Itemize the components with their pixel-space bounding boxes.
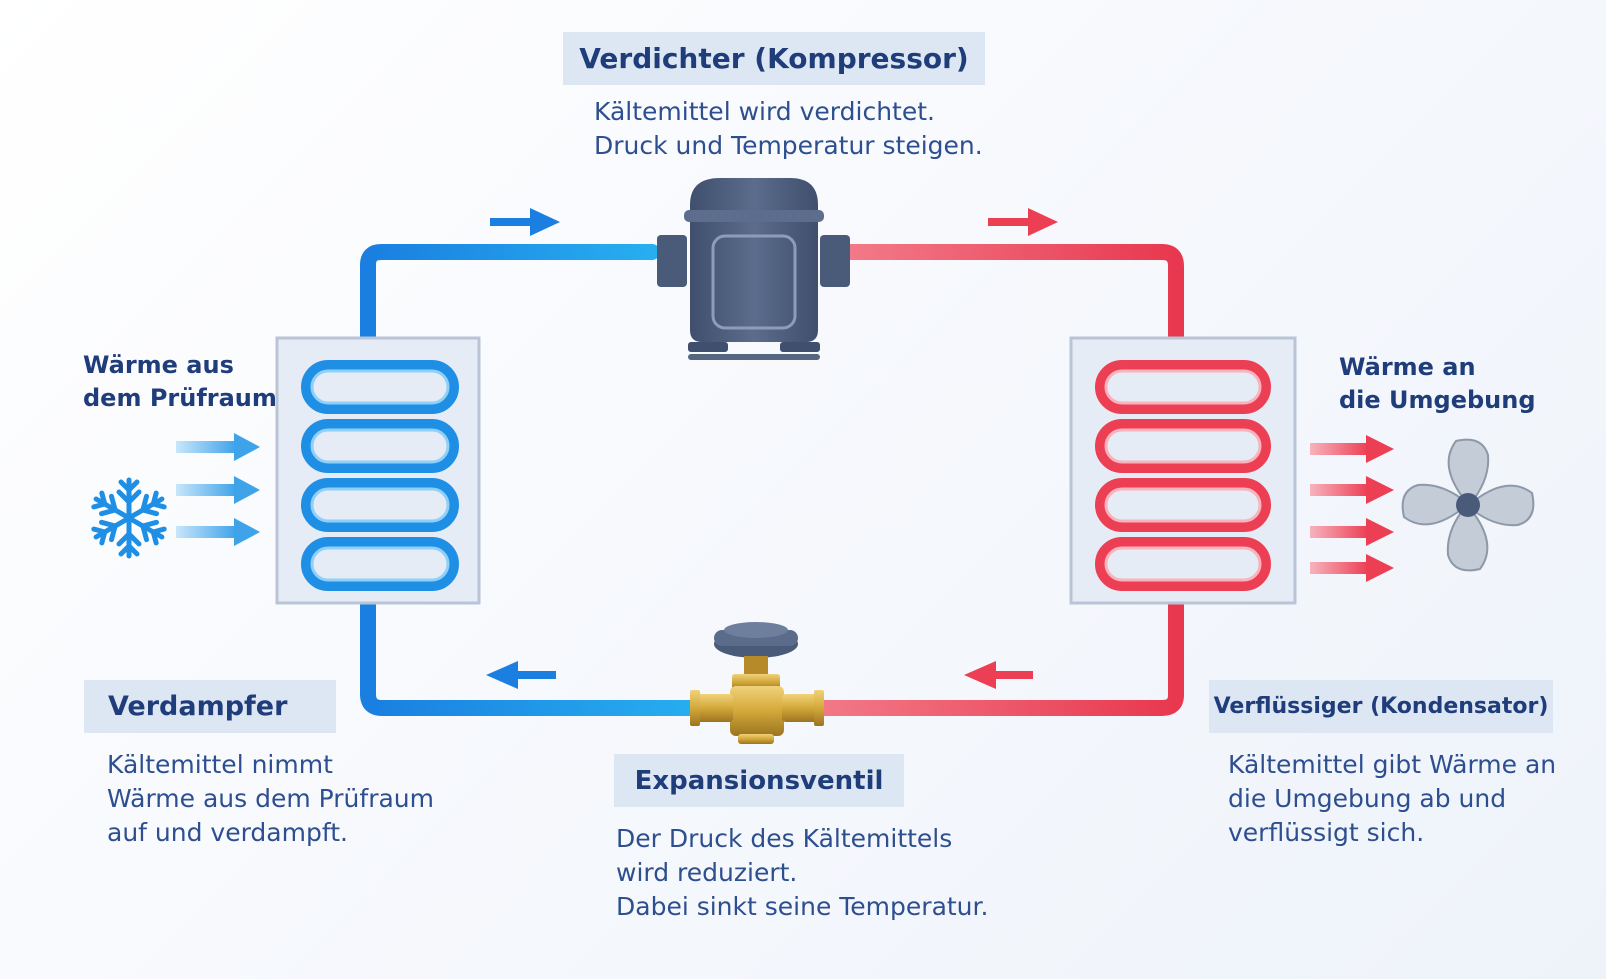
- evaporator-unit: [275, 336, 481, 605]
- compressor-title: Verdichter (Kompressor): [563, 32, 985, 85]
- evaporator-description-line: Kältemittel nimmt: [107, 750, 333, 779]
- expansion-valve-description: Der Druck des Kältemittels wird reduzier…: [616, 822, 988, 924]
- cold-return-pipe: [360, 577, 706, 716]
- evaporator-description-line: auf und verdampft.: [107, 818, 348, 847]
- snowflake-icon: [91, 477, 167, 556]
- suction-pipe: [360, 244, 660, 348]
- compressor-icon: [657, 178, 850, 360]
- condenser-unit: [1069, 336, 1297, 605]
- evaporator-description-line: Wärme aus dem Prüfraum: [107, 784, 435, 813]
- fan-icon: [1401, 438, 1535, 572]
- flow-arrow-left-cold-icon: [486, 661, 556, 689]
- compressor-description-line: Kältemittel wird verdichtet.: [594, 97, 935, 126]
- condenser-heat-label-line: die Umgebung: [1339, 386, 1536, 414]
- heat-outflow-arrows-icon: [1310, 435, 1394, 582]
- evaporator-heat-label-line: dem Prüfraum: [83, 384, 277, 412]
- expansion-valve-title: Expansionsventil: [614, 754, 904, 807]
- heat-inflow-arrows-icon: [176, 433, 260, 546]
- expansion-valve-description-line: Der Druck des Kältemittels: [616, 824, 953, 853]
- discharge-pipe: [840, 244, 1184, 353]
- evaporator-title: Verdampfer: [84, 680, 336, 733]
- evaporator-heat-label: Wärme aus dem Prüfraum: [83, 349, 277, 415]
- condenser-description: Kältemittel gibt Wärme an die Umgebung a…: [1228, 748, 1556, 850]
- expansion-valve-description-line: Dabei sinkt seine Temperatur.: [616, 892, 989, 921]
- compressor-description: Kältemittel wird verdichtet. Druck und T…: [594, 95, 983, 163]
- condenser-description-line: die Umgebung ab und: [1228, 784, 1507, 813]
- condenser-heat-label-line: Wärme an: [1339, 353, 1476, 381]
- compressor-description-line: Druck und Temperatur steigen.: [594, 131, 983, 160]
- evaporator-heat-label-line: Wärme aus: [83, 351, 234, 379]
- flow-arrow-right-cold-icon: [490, 208, 560, 236]
- flow-arrow-right-hot-icon: [988, 208, 1058, 236]
- condenser-heat-label: Wärme an die Umgebung: [1339, 351, 1536, 417]
- expansion-valve-icon: [690, 622, 824, 744]
- condenser-description-line: verflüssigt sich.: [1228, 818, 1425, 847]
- condenser-description-line: Kältemittel gibt Wärme an: [1228, 750, 1557, 779]
- condenser-title: Verflüssiger (Kondensator): [1209, 680, 1553, 733]
- flow-arrow-left-hot-icon: [964, 661, 1033, 689]
- liquid-pipe: [807, 572, 1184, 716]
- expansion-valve-description-line: wird reduziert.: [616, 858, 798, 887]
- evaporator-description: Kältemittel nimmt Wärme aus dem Prüfraum…: [107, 748, 434, 850]
